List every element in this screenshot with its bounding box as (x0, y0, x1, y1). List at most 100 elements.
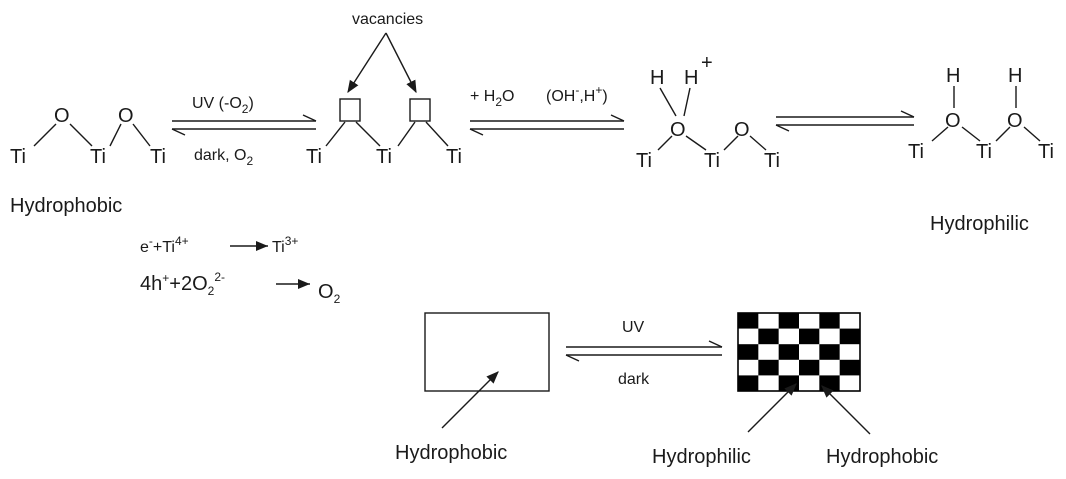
bond (683, 87, 691, 117)
domain-hydrophilic-cell (758, 375, 779, 392)
bond (325, 121, 346, 147)
bond (657, 135, 673, 151)
checkerboard-frame (737, 312, 861, 392)
atom-o-1: O (54, 105, 70, 127)
vacancy-box-2 (409, 98, 431, 122)
domain-hydrophilic-cell (839, 313, 861, 329)
bond (723, 135, 739, 151)
bond (995, 126, 1011, 142)
arrow-label-dark-o2: dark, O2 (194, 147, 253, 168)
molecule-water-adsorbed: H H + O O Ti Ti Ti (636, 52, 780, 172)
domain-hydrophilic-cell (839, 344, 861, 361)
atom-o-5: O (945, 110, 961, 132)
bond (749, 135, 767, 151)
atom-ti-10: Ti (908, 141, 924, 163)
pointer-hydrophobic-domain (821, 385, 871, 435)
domain-hydrophobic-cell (839, 328, 861, 345)
equation-hole-oxidation: 4h++2O22- O2 (140, 270, 341, 306)
bond (69, 123, 93, 147)
atom-h-2: H (684, 67, 698, 89)
equilibrium-arrow-surface: UV dark (565, 319, 723, 388)
forward-arrow-head (610, 114, 625, 122)
domain-hydrophilic-cell (758, 313, 779, 329)
surface-checkerboard (738, 313, 861, 392)
domain-hydrophobic-cell (819, 375, 840, 392)
label-hydrophobic-left: Hydrophobic (10, 195, 122, 217)
atom-ti-11: Ti (976, 141, 992, 163)
arrow-label-uv: UV (622, 319, 645, 336)
pointer-hydrophilic-domain (747, 383, 797, 433)
bond (33, 123, 57, 147)
atom-ti-3: Ti (150, 146, 166, 168)
bond (659, 87, 677, 117)
atom-o-6: O (1007, 110, 1023, 132)
domain-hydrophobic-cell (778, 313, 800, 329)
reverse-arrow-head (469, 128, 484, 136)
atom-o-4: O (734, 119, 750, 141)
arrow-label-uv-o2: UV (-O2) (192, 95, 254, 116)
pointer-hydrophobic-surface (441, 371, 499, 429)
bond (132, 123, 151, 147)
domain-hydrophobic-cell (738, 375, 759, 392)
label-vacancies: vacancies (352, 11, 423, 28)
vacancy-pointer-left (347, 32, 387, 94)
domain-hydrophilic-cell (778, 359, 800, 376)
bond (425, 121, 449, 147)
domain-hydrophobic-cell (799, 328, 820, 345)
bond (355, 121, 381, 147)
bond (397, 121, 416, 147)
domain-hydrophobic-cell (778, 344, 800, 361)
vacancy-box-1 (339, 98, 361, 122)
bond (685, 135, 707, 151)
atom-ti-9: Ti (764, 150, 780, 172)
surface-hydrophobic-box (424, 312, 550, 392)
domain-hydrophobic-cell (819, 344, 840, 361)
bond (1023, 126, 1041, 142)
domain-hydrophilic-cell (839, 375, 861, 392)
atom-h-3: H (946, 65, 960, 87)
equation-1-left: e-+Ti4+ (140, 234, 189, 256)
domain-hydrophobic-cell (839, 359, 861, 376)
forward-arrow-head (302, 114, 317, 122)
domain-hydrophilic-cell (738, 359, 759, 376)
atom-ti-6: Ti (446, 146, 462, 168)
atom-o-2: O (118, 105, 134, 127)
forward-arrow-head (900, 110, 915, 118)
domain-hydrophilic-cell (738, 328, 759, 345)
molecule-hydrophobic-tio2: Ti O Ti O Ti (10, 105, 166, 168)
bond (109, 123, 122, 147)
arrow-label-oh-h: (OH-,H+) (546, 83, 608, 105)
reverse-arrow-head (565, 354, 580, 362)
reverse-arrow-head (171, 128, 186, 136)
vacancy-pointer-right (385, 32, 417, 94)
label-hydrophilic-right: Hydrophilic (930, 213, 1029, 235)
domain-hydrophobic-cell (799, 359, 820, 376)
domain-hydrophilic-cell (819, 328, 840, 345)
atom-h-4: H (1008, 65, 1022, 87)
equilibrium-arrow-water: + H2O (OH-,H+) (469, 83, 625, 136)
atom-ti-7: Ti (636, 150, 652, 172)
forward-arrow-head (708, 340, 723, 348)
domain-hydrophobic-cell (758, 359, 779, 376)
atom-ti-5: Ti (376, 146, 392, 168)
domain-hydrophilic-cell (819, 359, 840, 376)
reaction-arrow-head (256, 241, 268, 251)
atom-ti-4: Ti (306, 146, 322, 168)
domain-hydrophobic-cell (738, 344, 759, 361)
atom-h-1: H (650, 67, 664, 89)
molecule-oxygen-vacancies: Ti Ti Ti (306, 98, 462, 168)
atom-o-3: O (670, 119, 686, 141)
label-hydrophobic-domain: Hydrophobic (826, 446, 938, 468)
reaction-arrow-head (298, 279, 310, 289)
bond (961, 126, 981, 142)
proton-charge: + (701, 52, 713, 74)
molecule-hydroxylated-surface: H H O O Ti Ti Ti (908, 65, 1054, 163)
arrow-label-h2o: + H2O (470, 88, 514, 109)
equation-electron-trapping: e-+Ti4+ Ti3+ (140, 234, 298, 256)
bond (931, 126, 949, 142)
domain-hydrophobic-cell (778, 375, 800, 392)
atom-ti-8: Ti (704, 150, 720, 172)
label-hydrophobic-surface: Hydrophobic (395, 442, 507, 464)
label-hydrophilic-domain: Hydrophilic (652, 446, 751, 468)
